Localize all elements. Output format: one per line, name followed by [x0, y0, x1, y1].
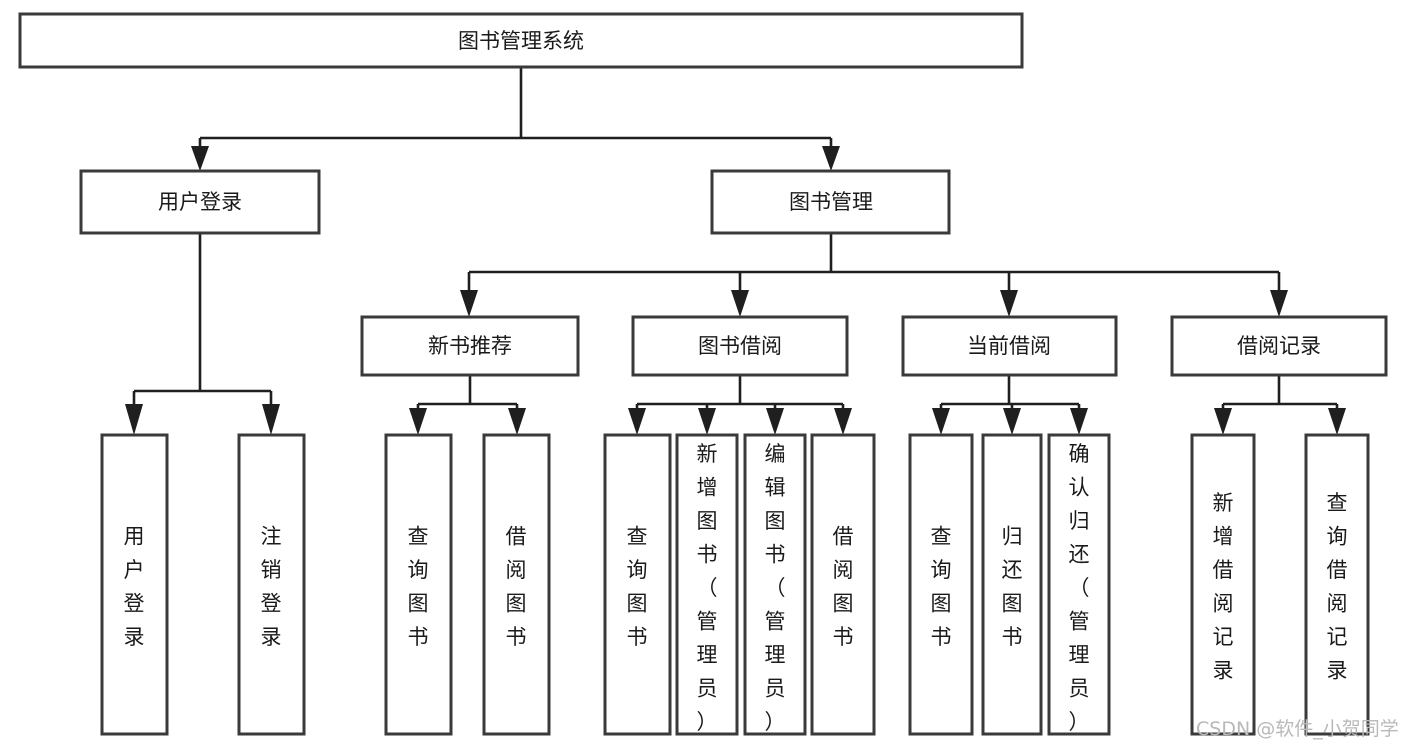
node-leaf-query-borrow-record-label: 查询借阅记录: [1327, 491, 1348, 683]
node-leaf-edit-book-admin[interactable]: 编辑图书（管理员）: [743, 433, 807, 736]
node-current-borrow-label: 当前借阅: [967, 334, 1051, 358]
node-user-login[interactable]: 用户登录: [79, 169, 321, 235]
arrowhead-current-borrow: [1000, 290, 1018, 317]
node-new-book-recommend[interactable]: 新书推荐: [360, 315, 580, 377]
node-leaf-confirm-return-admin-label: 确认归还（管理员）: [1069, 442, 1090, 734]
arrowhead-leaf-borrow-book: [834, 408, 852, 435]
node-book-manage-label: 图书管理: [789, 190, 873, 214]
node-leaf-borrow-book-rec-label: 借阅图书: [506, 525, 527, 650]
node-leaf-return-book[interactable]: 归还图书: [981, 433, 1043, 736]
node-leaf-query-book-current[interactable]: 查询图书: [908, 433, 974, 736]
node-current-borrow[interactable]: 当前借阅: [901, 315, 1118, 377]
arrowhead-leaf-return-book: [1003, 408, 1021, 435]
node-leaf-query-book-borrow-box[interactable]: [603, 433, 672, 736]
leaves-layer: 用户登录 注销登录 查询图书 借阅图书 查询图书 新增图书（管理员）: [100, 433, 1370, 736]
node-leaf-logout[interactable]: 注销登录: [237, 433, 306, 736]
node-leaf-query-book-rec[interactable]: 查询图书: [384, 433, 453, 736]
node-leaf-user-login[interactable]: 用户登录: [100, 433, 169, 736]
node-leaf-query-book-current-box[interactable]: [908, 433, 974, 736]
arrowhead-leaf-query-book-borrow: [628, 408, 646, 435]
node-leaf-borrow-book-box[interactable]: [810, 433, 876, 736]
node-leaf-user-login-label: 用户登录: [124, 525, 145, 650]
node-leaf-borrow-book[interactable]: 借阅图书: [810, 433, 876, 736]
node-leaf-add-borrow-record-box[interactable]: [1190, 433, 1256, 736]
csdn-watermark: CSDN @软件_小贺同学: [1196, 718, 1399, 740]
node-leaf-query-book-current-label: 查询图书: [931, 525, 952, 650]
node-leaf-add-borrow-record[interactable]: 新增借阅记录: [1190, 433, 1256, 736]
node-leaf-edit-book-admin-box[interactable]: [743, 433, 807, 736]
node-leaf-user-login-box[interactable]: [100, 433, 169, 736]
node-leaf-query-borrow-record[interactable]: 查询借阅记录: [1304, 433, 1370, 736]
node-leaf-borrow-book-rec-box[interactable]: [482, 433, 551, 736]
arrowhead-leaf-add-book-admin: [698, 408, 716, 435]
node-book-manage[interactable]: 图书管理: [710, 169, 951, 235]
node-user-login-box[interactable]: [79, 169, 321, 235]
node-leaf-borrow-book-rec[interactable]: 借阅图书: [482, 433, 551, 736]
node-leaf-edit-book-admin-label: 编辑图书（管理员）: [765, 442, 786, 734]
node-new-book-recommend-label: 新书推荐: [428, 334, 512, 358]
node-leaf-logout-box[interactable]: [237, 433, 306, 736]
arrowhead-book-manage: [822, 146, 840, 171]
node-leaf-add-borrow-record-label: 新增借阅记录: [1213, 491, 1234, 683]
arrowhead-leaf-confirm-return-admin: [1070, 408, 1088, 435]
arrowhead-leaf-borrow-book-rec: [508, 408, 526, 435]
arrowhead-leaf-add-borrow-record: [1214, 408, 1232, 435]
node-leaf-add-book-admin-label: 新增图书（管理员）: [697, 442, 718, 734]
node-leaf-query-borrow-record-box[interactable]: [1304, 433, 1370, 736]
arrowhead-new-book-recommend: [460, 290, 478, 317]
node-new-book-recommend-box[interactable]: [360, 315, 580, 377]
node-leaf-query-book-borrow[interactable]: 查询图书: [603, 433, 672, 736]
node-leaf-query-book-rec-box[interactable]: [384, 433, 453, 736]
arrowhead-leaf-edit-book-admin: [766, 408, 784, 435]
node-leaf-add-book-admin[interactable]: 新增图书（管理员）: [675, 433, 739, 736]
node-leaf-add-book-admin-box[interactable]: [675, 433, 739, 736]
node-user-login-label: 用户登录: [158, 190, 242, 214]
arrowhead-leaf-user-login: [125, 404, 143, 435]
arrowhead-leaf-query-borrow-record: [1328, 408, 1346, 435]
arrowhead-leaf-query-book-current: [932, 408, 950, 435]
node-leaf-confirm-return-admin-box[interactable]: [1047, 433, 1111, 736]
node-leaf-return-book-box[interactable]: [981, 433, 1043, 736]
node-borrow-record-label: 借阅记录: [1237, 334, 1321, 358]
arrowhead-leaf-query-book-rec: [409, 408, 427, 435]
node-leaf-confirm-return-admin[interactable]: 确认归还（管理员）: [1047, 433, 1111, 736]
node-borrow-record-box[interactable]: [1170, 315, 1388, 377]
node-leaf-borrow-book-label: 借阅图书: [833, 525, 854, 650]
node-book-borrow[interactable]: 图书借阅: [631, 315, 849, 377]
node-current-borrow-box[interactable]: [901, 315, 1118, 377]
node-leaf-query-book-borrow-label: 查询图书: [627, 525, 648, 650]
connectors-layer: [125, 67, 1346, 435]
node-leaf-query-book-rec-label: 查询图书: [408, 525, 429, 650]
node-book-borrow-label: 图书借阅: [698, 334, 782, 358]
node-root-box[interactable]: [18, 12, 1024, 69]
arrowhead-leaf-logout: [262, 404, 280, 435]
node-book-borrow-box[interactable]: [631, 315, 849, 377]
node-borrow-record[interactable]: 借阅记录: [1170, 315, 1388, 377]
node-root-label: 图书管理系统: [458, 29, 584, 53]
node-leaf-return-book-label: 归还图书: [1002, 525, 1023, 650]
node-root[interactable]: 图书管理系统: [18, 12, 1024, 69]
arrowhead-borrow-record: [1270, 290, 1288, 317]
arrowhead-book-borrow: [731, 290, 749, 317]
arrowhead-user-login: [191, 146, 209, 171]
node-book-manage-box[interactable]: [710, 169, 951, 235]
node-leaf-logout-label: 注销登录: [261, 525, 282, 650]
